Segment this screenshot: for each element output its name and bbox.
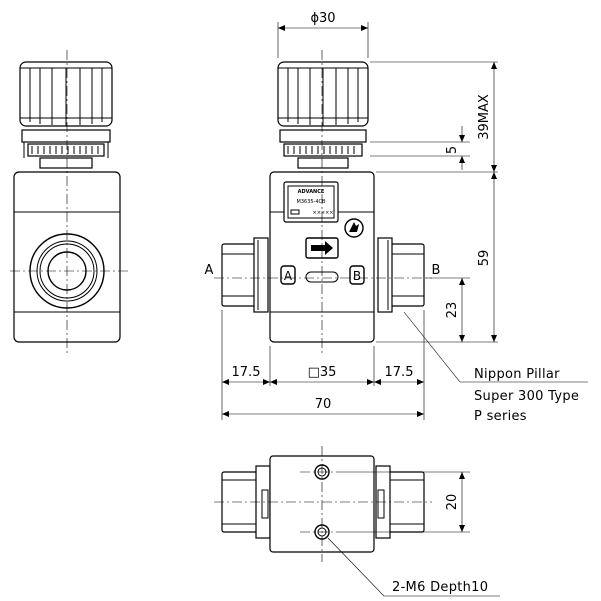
fitting-note-line1: Nippon Pillar [474,367,560,382]
side-nut [27,143,105,157]
logo-mark [349,222,359,232]
bottom-view: 20 2-M6 Depth10 [214,446,500,597]
side-neck [39,157,93,169]
thread-note: 2-M6 Depth10 [392,580,488,595]
dim-body-square: □35 [308,365,337,380]
dim-diameter-top: ϕ30 [310,11,335,26]
dim-body-height: 59 [477,250,492,267]
side-cap-ring [21,129,111,143]
front-cap-ring [279,129,367,143]
fitting-note-line2: Super 300 Type [474,389,579,404]
dimensions: ϕ30 39MAX 5 59 23 17.5 □35 17.5 [221,11,498,420]
port-b-box-label: B [353,269,361,283]
dim-cap-gap: 5 [445,146,460,154]
dim-bottom-height: 20 [445,494,460,511]
right-fitting-nut [377,237,393,313]
nameplate-brand: ADVANCE [298,189,325,195]
dim-port-height: 23 [445,302,460,319]
fitting-note: Nippon Pillar Super 300 Type P series [403,311,588,424]
nameplate-code: ××××× [313,210,334,216]
front-view: ADVANCE M3635-4CB ××××× A B A B [205,50,441,356]
port-a-box-label: A [284,269,293,283]
logo-icon [344,218,364,238]
nameplate [283,181,339,223]
side-cap-knurl [20,67,112,126]
port-b-box [349,265,365,285]
side-view [10,50,128,355]
front-neck [297,157,349,169]
port-b-label: B [432,263,441,278]
dim-right-length: 17.5 [385,365,414,380]
front-cap-knurl [278,67,368,126]
dim-total-length: 70 [315,397,332,412]
fitting-note-line3: P series [474,409,527,424]
front-nut [283,143,363,157]
left-fitting-nut [253,237,269,313]
nameplate-model: M3635-4CB [297,199,327,205]
port-a-label: A [205,263,214,278]
port-a-box [280,265,296,285]
dim-left-length: 17.5 [232,365,261,380]
dim-height-max: 39MAX [477,94,492,140]
